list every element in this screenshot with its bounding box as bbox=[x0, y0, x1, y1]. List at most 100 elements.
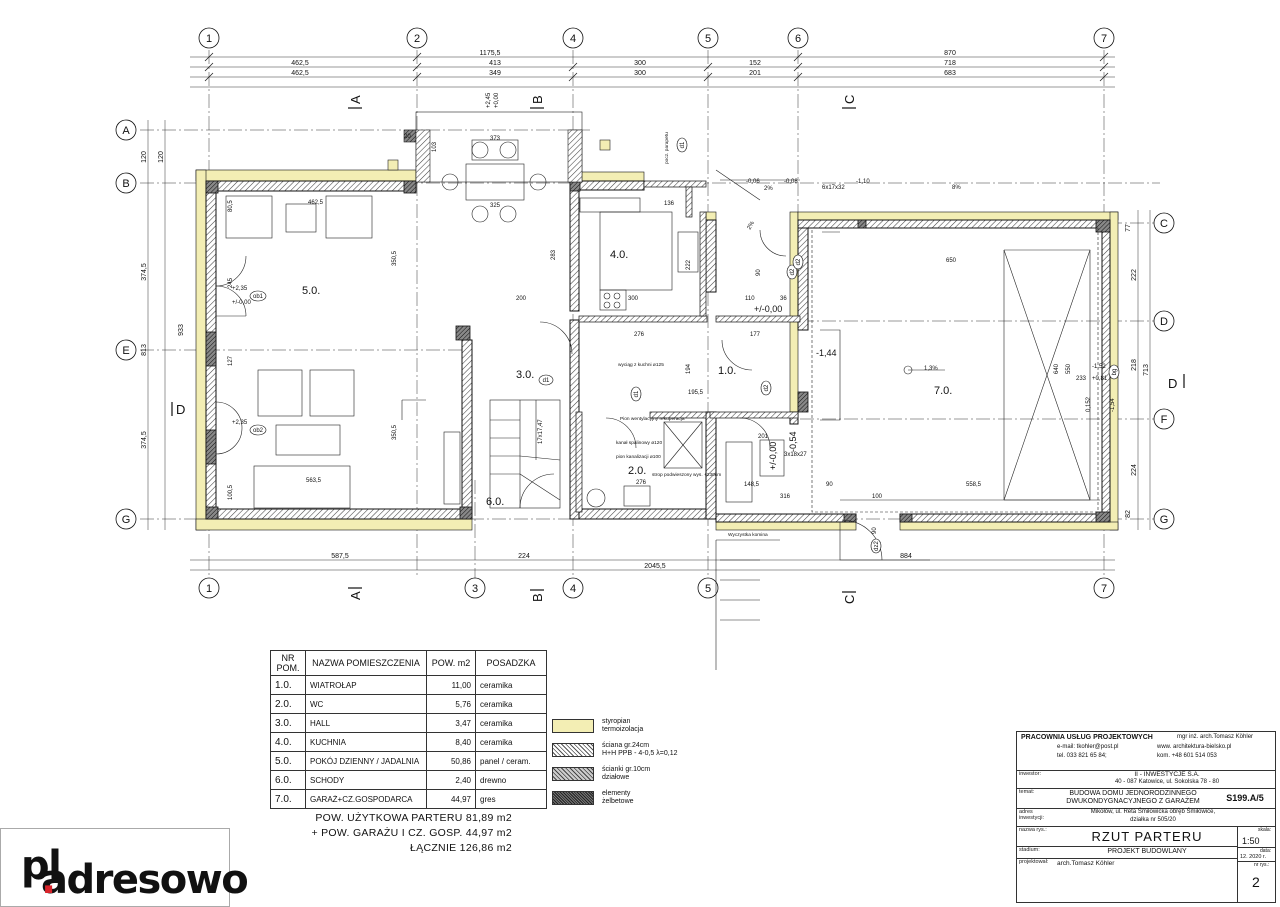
axis-label: 2 bbox=[414, 33, 420, 45]
dim-text: 82 bbox=[1125, 510, 1132, 518]
level-text: -1,10 bbox=[856, 179, 870, 185]
axis-label: 7 bbox=[1101, 583, 1107, 595]
dim-text: 218 bbox=[1131, 359, 1138, 371]
axis-label: 3 bbox=[472, 583, 478, 595]
axis-label: F bbox=[1161, 414, 1168, 426]
subject-line: BUDOWA DOMU JEDNORODZINNEGO bbox=[1069, 790, 1197, 797]
dim-text: 245 bbox=[228, 277, 234, 288]
dim-text: 200 bbox=[516, 296, 527, 302]
dim-text: 373 bbox=[490, 136, 501, 142]
table-cell: 3.0. bbox=[270, 713, 306, 733]
dim-text: 558,5 bbox=[966, 482, 982, 488]
drawing-title: RZUT PARTERU bbox=[1091, 829, 1203, 844]
dim-text: 201 bbox=[749, 70, 761, 77]
axis-label: C bbox=[1160, 218, 1168, 230]
opening-tags bbox=[249, 137, 1120, 554]
designer-row: projektował: arch.Tomasz Köhler bbox=[1017, 858, 1237, 901]
section-label: C bbox=[842, 95, 857, 104]
dim-text: 0,152 bbox=[1086, 396, 1092, 412]
dim-text: -1,52 bbox=[1092, 364, 1106, 370]
dim-text: 90 bbox=[872, 527, 878, 534]
dim-text: 933 bbox=[178, 324, 185, 336]
section-label: C bbox=[842, 595, 857, 604]
total-line: + POW. GARAŻU I CZ. GOSP. 44,97 m2 bbox=[311, 827, 512, 839]
dim-text: 90 bbox=[826, 482, 833, 488]
concrete-swatch bbox=[552, 791, 594, 805]
level-text: 6x17x32 bbox=[822, 185, 845, 191]
scale-value: 1:50 bbox=[1242, 836, 1260, 846]
insulation-swatch bbox=[552, 719, 594, 733]
section-label: B bbox=[530, 593, 545, 602]
level-text: +2,35 bbox=[232, 420, 248, 426]
table-cell: gres bbox=[475, 789, 547, 809]
level-text: +2,35 bbox=[232, 286, 248, 292]
level-text: +/-0,00 bbox=[754, 304, 782, 314]
table-row: 1.0. WIATROŁAP 11,00 ceramika bbox=[270, 675, 547, 695]
table-cell: 8,40 bbox=[426, 732, 476, 752]
dim-text: 224 bbox=[518, 553, 530, 560]
table-cell: panel / ceram. bbox=[475, 751, 547, 771]
wall-swatch bbox=[552, 743, 594, 757]
opening-tag: ob2 bbox=[253, 428, 264, 434]
axis-label: D bbox=[1160, 316, 1168, 328]
table-row: 6.0. SCHODY 2,40 drewno bbox=[270, 770, 547, 790]
dim-text: 884 bbox=[900, 553, 912, 560]
dim-text: 136 bbox=[664, 201, 675, 207]
dim-text: 683 bbox=[944, 70, 956, 77]
logo-name: adresowo bbox=[41, 857, 249, 903]
legend-text: ścianki gr.10cm bbox=[602, 766, 651, 773]
section-label: D bbox=[176, 402, 185, 417]
title-block: PRACOWNIA USŁUG PROJEKTOWYCH mgr inż. ar… bbox=[1016, 731, 1276, 903]
living-furniture bbox=[225, 195, 461, 509]
dim-text: 283 bbox=[551, 249, 557, 260]
office-kom: kom. +48 601 514 053 bbox=[1157, 753, 1217, 759]
section-marks bbox=[171, 107, 1185, 593]
table-cell: ceramika bbox=[475, 732, 547, 752]
dim-text: 300 bbox=[628, 296, 639, 302]
office-www: www. architektura-bielsko.pl bbox=[1157, 744, 1232, 750]
level-text: 2% bbox=[747, 220, 757, 231]
total-line: ŁĄCZNIE 126,86 m2 bbox=[410, 842, 512, 854]
table-cell: KUCHNIA bbox=[305, 732, 427, 752]
table-cell: drewno bbox=[475, 770, 547, 790]
office-name: PRACOWNIA USŁUG PROJEKTOWYCH bbox=[1021, 734, 1153, 741]
dim-text: 300 bbox=[634, 70, 646, 77]
project-code: S199.A/5 bbox=[1226, 793, 1264, 803]
dim-text: 462,5 bbox=[291, 70, 309, 77]
dim-text: 195,5 bbox=[688, 390, 704, 396]
table-row: 3.0. HALL 3,47 ceramika bbox=[270, 713, 547, 733]
callout-text: kanał spalinowy ø120 bbox=[616, 440, 662, 446]
callout-text: Pion wentylacyjny rekuperacja bbox=[620, 416, 685, 422]
address-label: adres inwestycji: bbox=[1019, 809, 1045, 821]
address-line: Mikołów, ul. Reta Śmiłowicka obręb Śmiło… bbox=[1090, 809, 1216, 815]
dim-text: 325 bbox=[490, 203, 501, 209]
office-email: e-mail: tkohler@post.pl bbox=[1057, 744, 1119, 750]
level-text: +/-0,00 bbox=[232, 300, 252, 306]
callout-text: Wyczystka komina bbox=[728, 532, 768, 538]
subject-line: DWUKONDYGNACYJNEGO Z GARAŻEM bbox=[1066, 798, 1200, 805]
office-row: PRACOWNIA USŁUG PROJEKTOWYCH mgr inż. ar… bbox=[1017, 732, 1275, 771]
dim-text: 1175,5 bbox=[480, 50, 501, 57]
dim-text: 316 bbox=[780, 494, 791, 500]
dim-text: 870 bbox=[944, 50, 956, 57]
opening-tag: d2 bbox=[764, 384, 770, 391]
opening-tag: d1 bbox=[543, 378, 550, 384]
callout-text: strop podwieszony wys. +230cm bbox=[652, 472, 721, 478]
axis-label: B bbox=[122, 178, 129, 190]
table-cell: WIATROŁAP bbox=[305, 675, 427, 695]
axis-label: G bbox=[122, 514, 131, 526]
office-person: mgr inż. arch.Tomasz Köhler bbox=[1177, 734, 1254, 740]
room-number: 1.0. bbox=[718, 365, 736, 377]
partition-walls bbox=[575, 180, 801, 513]
axis-label: 1 bbox=[206, 583, 212, 595]
dim-text: 110 bbox=[745, 296, 755, 302]
office-tel: tel. 033 821 65 84; bbox=[1057, 753, 1107, 759]
total-line: POW. UŻYTKOWA PARTERU 81,89 m2 bbox=[315, 812, 512, 824]
garage-layout bbox=[811, 227, 1100, 513]
legend-text: działowe bbox=[602, 774, 630, 781]
table-cell: 2,40 bbox=[426, 770, 476, 790]
dim-text: 276 bbox=[636, 480, 647, 486]
